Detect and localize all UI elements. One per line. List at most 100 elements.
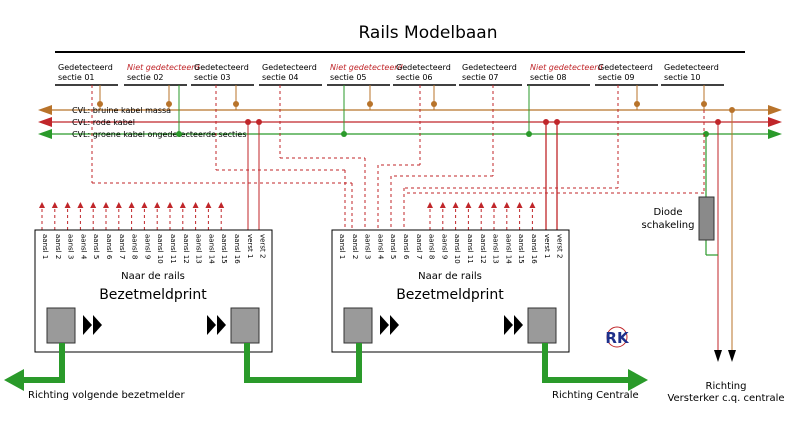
section-label: sectie 04: [262, 73, 299, 82]
section-label: sectie 07: [462, 73, 499, 82]
print-name: Bezetmeldprint: [99, 287, 207, 303]
cable-label: CVL: bruine kabel massa: [72, 106, 171, 115]
section-status: Gedetecteerd: [58, 63, 113, 72]
arrow-left-head: [4, 369, 24, 391]
pin-label: aansl 1: [338, 234, 346, 259]
pin-label: aansl 7: [415, 234, 423, 259]
pin-label: verst 2: [556, 234, 564, 258]
pin-label: verst 2: [259, 234, 267, 258]
print-name: Bezetmeldprint: [396, 287, 504, 303]
pin-label: aansl 4: [376, 234, 384, 260]
cable-2: CVL: rode kabel: [38, 117, 782, 127]
input-arrow: [192, 202, 199, 208]
direction-arrow: [390, 315, 399, 335]
section-label: sectie 09: [598, 73, 635, 82]
pin-label: aansl 8: [131, 234, 139, 259]
pin-label: aansl 3: [67, 234, 75, 259]
cable-arrow-left: [38, 129, 52, 139]
section-status: Gedetecteerd: [194, 63, 249, 72]
connector-left: [46, 307, 76, 344]
pin-label: aansl 3: [364, 234, 372, 259]
print-subtitle: Naar de rails: [121, 271, 185, 282]
cable-arrow-left: [38, 117, 52, 127]
junction-dot: [97, 101, 103, 107]
pin-label: aansl 16: [233, 234, 241, 264]
pin-label: aansl 11: [466, 234, 474, 264]
input-arrow: [64, 202, 71, 208]
pin-label: aansl 10: [453, 234, 461, 264]
input-arrow: [491, 202, 497, 208]
cable-label: CVL: groene kabel ongedetecteerde sectie…: [72, 130, 247, 139]
pin-label: aansl 9: [143, 234, 151, 259]
input-arrow: [427, 202, 433, 208]
direction-arrow: [93, 315, 102, 335]
connector-right: [527, 307, 557, 344]
pin-label: aansl 5: [92, 234, 100, 259]
pin-label: aansl 14: [504, 234, 512, 264]
input-arrow: [154, 202, 161, 208]
logo-text: RK: [605, 329, 630, 347]
junction-dot: [701, 101, 707, 107]
section-status: Niet gedetecteerd: [330, 63, 404, 72]
pin-label: aansl 8: [428, 234, 436, 259]
pin-label: aansl 14: [207, 234, 215, 264]
label-richting-versterker-1: Richting: [706, 381, 747, 392]
cable-arrow-right: [768, 117, 782, 127]
input-arrow: [167, 202, 173, 208]
section-status: Gedetecteerd: [396, 63, 451, 72]
input-arrow: [103, 202, 109, 208]
section-label: sectie 08: [530, 73, 567, 82]
input-arrow: [465, 202, 472, 208]
amplifier-arrow: [714, 350, 722, 362]
section-status: Niet gedetecteerd: [530, 63, 604, 72]
section-status: Niet gedetecteerd: [127, 63, 201, 72]
input-arrow: [39, 202, 45, 208]
section-status: Gedetecteerd: [462, 63, 517, 72]
diagram-title: Rails Modelbaan: [358, 23, 497, 43]
direction-arrow: [217, 315, 226, 335]
diode-label-1: Diode: [653, 207, 682, 218]
pin-label: aansl 11: [169, 234, 177, 264]
section-status: Gedetecteerd: [598, 63, 653, 72]
label-richting-versterker-2: Versterker c.q. centrale: [667, 393, 784, 404]
rk-logo: RK: [605, 326, 630, 348]
cable-label: CVL: rode kabel: [72, 118, 135, 127]
input-arrow: [141, 202, 148, 208]
junction-dot: [341, 131, 347, 137]
junction-dot: [431, 101, 437, 107]
pin-label: aansl 9: [440, 234, 448, 259]
pin-label: aansl 6: [402, 234, 410, 260]
input-arrow: [90, 202, 97, 208]
section-label: sectie 05: [330, 73, 367, 82]
pin-label: aansl 10: [156, 234, 164, 264]
input-arrow: [478, 202, 485, 208]
pin-label: aansl 15: [517, 234, 525, 264]
pin-label: aansl 13: [195, 234, 203, 264]
pin-label: verst 1: [246, 234, 254, 258]
section-wiring: [39, 85, 736, 362]
pin-label: aansl 5: [389, 234, 397, 259]
input-arrow: [218, 202, 225, 208]
pin-label: aansl 7: [118, 234, 126, 259]
connector-left: [343, 307, 373, 344]
cable-arrow-right: [768, 105, 782, 115]
pin-label: aansl 4: [79, 234, 87, 260]
junction-dot: [166, 101, 172, 107]
pin-label: aansl 15: [220, 234, 228, 264]
direction-arrow: [514, 315, 523, 335]
diode-label-2: schakeling: [641, 220, 694, 231]
junction-dot: [634, 101, 640, 107]
cable-arrow-left: [38, 105, 52, 115]
section-status: Gedetecteerd: [664, 63, 719, 72]
input-arrow: [115, 202, 122, 208]
